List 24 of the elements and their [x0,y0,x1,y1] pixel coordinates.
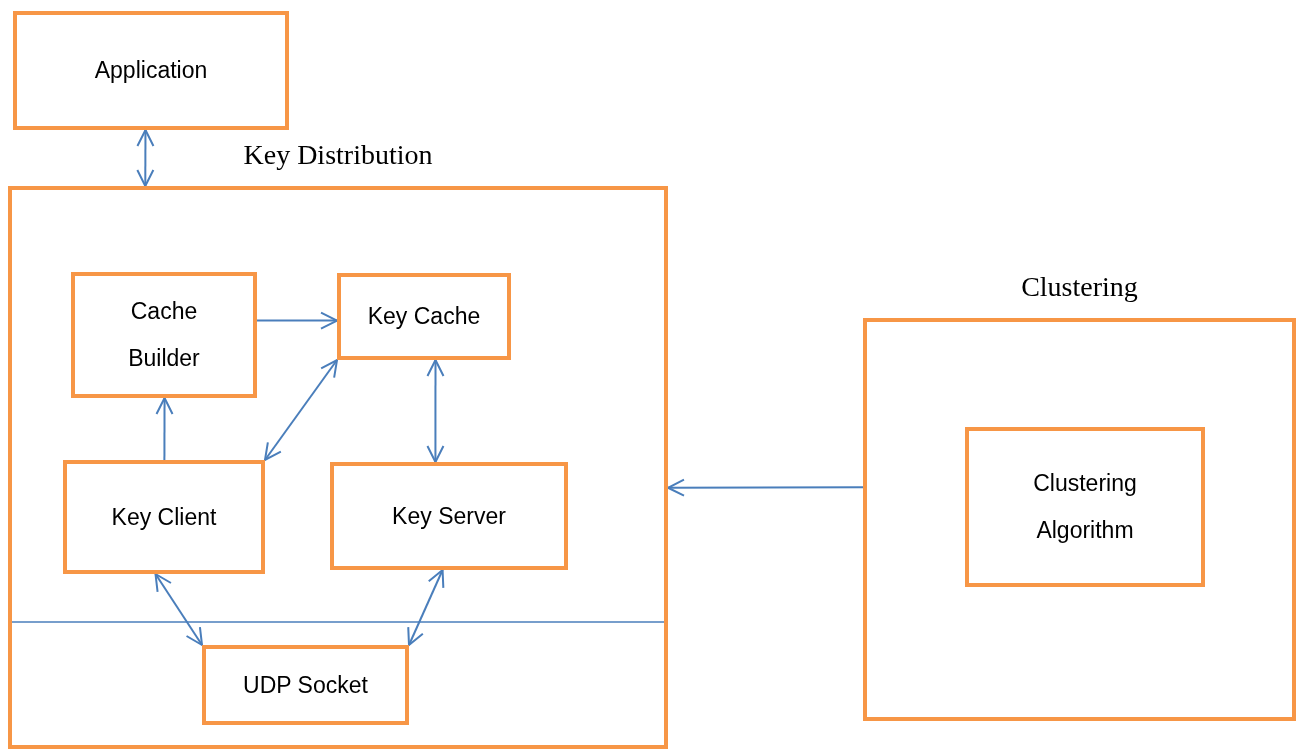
box-label: Key Server [392,501,506,531]
arrow [264,359,338,461]
arrow [154,573,203,646]
component-box [337,273,511,360]
arrow [256,311,338,330]
component-box [330,462,568,570]
component-box [13,11,289,130]
component-box [965,427,1205,587]
group-heading: Key Distribution [242,138,434,172]
box-label: UDP Socket [243,670,368,700]
arrow [155,397,174,461]
component-box [202,645,409,725]
box-label: Key Cache [367,302,481,331]
arrow [426,359,445,463]
box-label: Clustering Algorithm [1032,469,1138,545]
component-box [63,460,265,574]
box-label: Cache Builder [127,297,201,373]
arrow [667,478,864,497]
box-label: Key Client [111,502,217,532]
box-label: Application [94,56,208,85]
arrow [136,129,155,187]
arrow [407,569,445,646]
component-box [71,272,257,398]
group-heading: Clustering [1020,270,1139,304]
